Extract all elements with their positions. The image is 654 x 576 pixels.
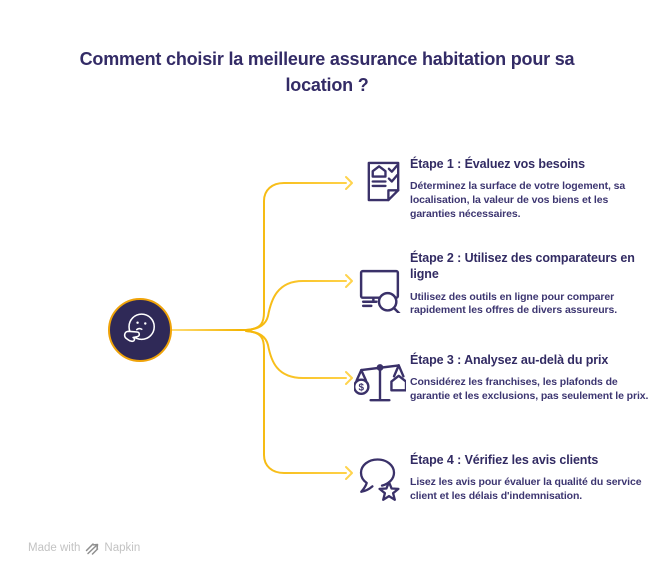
arrowhead-icon	[345, 274, 353, 288]
step-body: Utilisez des outils en ligne pour compar…	[410, 290, 618, 317]
arrowhead-icon	[345, 371, 353, 385]
arrowhead-icon	[345, 466, 353, 480]
branch-line-4	[245, 330, 347, 474]
made-with-label: Made with	[28, 542, 81, 554]
balance-scale-icon: $	[354, 355, 406, 407]
svg-text:$: $	[359, 382, 365, 393]
arrowhead-icon	[345, 176, 353, 190]
step-body: Déterminez la surface de votre logement,…	[410, 180, 626, 220]
step-body: Considérez les franchises, les plafonds …	[410, 376, 649, 403]
step-heading: Étape 3 : Analysez au-delà du prix	[410, 353, 609, 367]
step-heading: Étape 2 : Utilisez des comparateurs en l…	[410, 251, 635, 282]
step-body: Lisez les avis pour évaluer la qualité d…	[410, 476, 642, 503]
branch-line-1	[245, 182, 347, 331]
document-checklist-icon	[360, 158, 407, 205]
branch-line-2	[245, 280, 347, 331]
thinking-face-icon	[123, 313, 155, 343]
page-title: Comment choisir la meilleure assurance h…	[79, 49, 575, 95]
footer-credit[interactable]: Made with Napkin	[28, 541, 140, 555]
step-heading: Étape 4 : Vérifiez les avis clients	[410, 453, 599, 467]
napkin-logo-icon	[86, 543, 99, 555]
monitor-search-icon	[356, 264, 405, 313]
central-node	[108, 298, 172, 362]
chat-star-icon	[355, 455, 403, 503]
step-heading: Étape 1 : Évaluez vos besoins	[410, 157, 585, 171]
brand-label: Napkin	[104, 542, 141, 554]
